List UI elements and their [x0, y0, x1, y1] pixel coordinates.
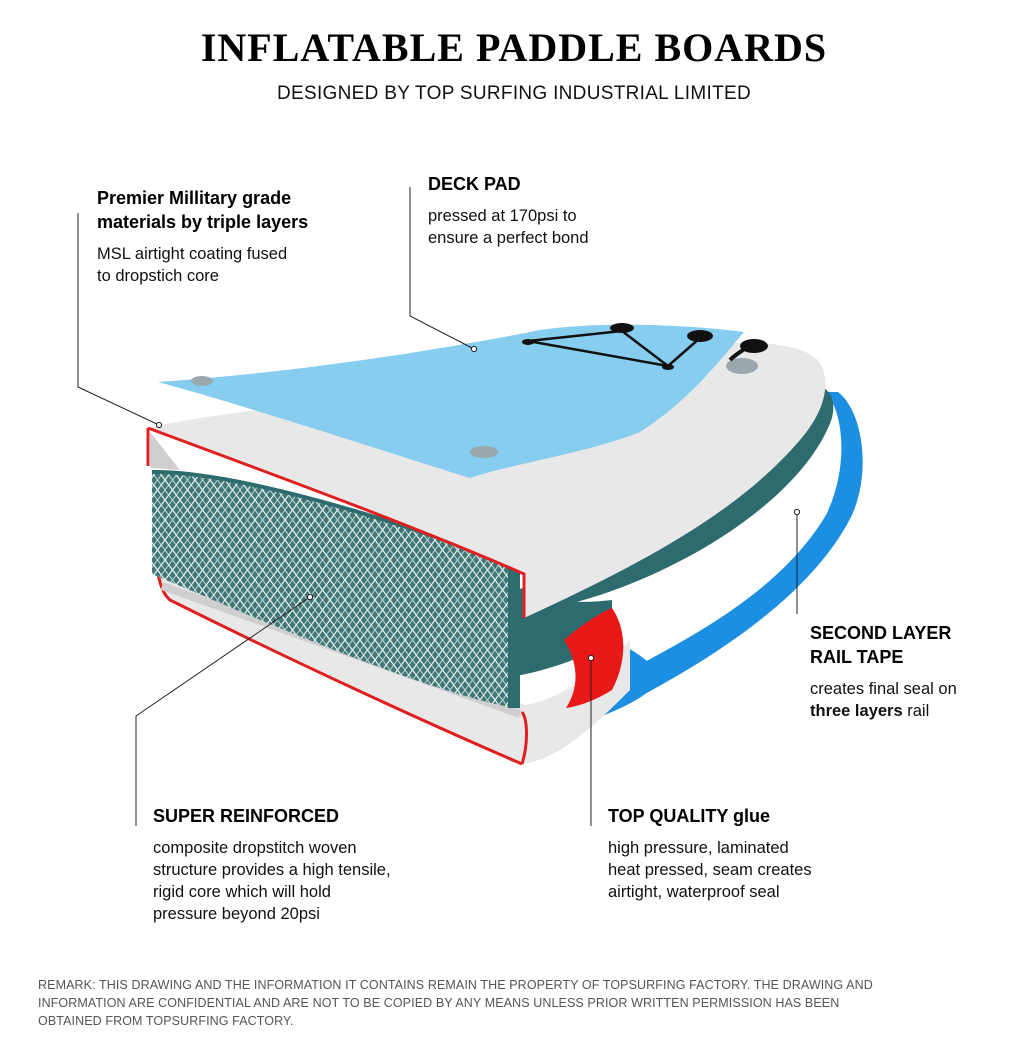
- callout-premier-body-line-2: to dropstich core: [97, 267, 219, 285]
- leader-premier: [77, 213, 160, 426]
- callout-premier-body-line-1: MSL airtight coating fused: [97, 245, 288, 263]
- callout-rail-body-line-1: creates final seal on: [810, 680, 957, 698]
- callout-super-heading: SUPER REINFORCED: [153, 806, 340, 826]
- callout-rail-body-tail: rail: [902, 702, 930, 720]
- callout-rail-heading-line-2: RAIL TAPE: [810, 647, 904, 667]
- callout-premier-heading-line-1: Premier Millitary grade: [97, 188, 292, 208]
- callout-super-body-line-4: pressure beyond 20psi: [153, 905, 320, 923]
- remark-line-3: OBTAINED FROM TOPSURFING FACTORY.: [38, 1014, 294, 1028]
- callout-super-body-line-3: rigid core which will hold: [153, 883, 331, 901]
- deck-pad: [158, 324, 744, 478]
- callout-deck-pad: DECK PAD pressed at 170psi to ensure a p…: [428, 172, 668, 249]
- callout-deck-heading: DECK PAD: [428, 174, 521, 194]
- callout-deck-body-line-1: pressed at 170psi to: [428, 207, 577, 225]
- bungee-cord: [527, 329, 701, 368]
- page-title: INFLATABLE PADDLE BOARDS: [200, 25, 828, 70]
- callout-premier-materials: Premier Millitary grade materials by tri…: [97, 186, 357, 287]
- deck-grommet: [470, 446, 498, 458]
- callout-super-body-line-1: composite dropstitch woven: [153, 839, 357, 857]
- leash-plug: [740, 339, 768, 353]
- deck-grommet: [191, 376, 213, 386]
- leash-plug: [726, 358, 758, 374]
- leader-dots: [155, 345, 801, 662]
- leader-lines: [77, 187, 798, 826]
- callout-deck-body-line-2: ensure a perfect bond: [428, 229, 589, 247]
- callout-glue-body-line-3: airtight, waterproof seal: [608, 883, 780, 901]
- callout-top-quality-glue: TOP QUALITY glue high pressure, laminate…: [608, 804, 908, 903]
- callout-premier-heading-line-2: materials by triple layers: [97, 212, 309, 232]
- callout-super-body-line-2: structure provides a high tensile,: [153, 861, 391, 879]
- d-ring: [522, 339, 534, 345]
- remark-disclaimer: REMARK: THIS DRAWING AND THE INFORMATION…: [38, 976, 918, 1030]
- callout-rail-body-bold: three layers: [810, 702, 903, 720]
- callout-rail-heading-line-1: SECOND LAYER: [810, 623, 952, 643]
- d-ring: [687, 330, 713, 342]
- d-ring: [662, 364, 674, 370]
- callout-super-reinforced: SUPER REINFORCED composite dropstitch wo…: [153, 804, 473, 925]
- callout-glue-body-line-2: heat pressed, seam creates: [608, 861, 812, 879]
- callout-second-layer-rail-tape: SECOND LAYER RAIL TAPE creates final sea…: [810, 621, 1020, 722]
- leader-super: [135, 596, 311, 826]
- d-ring: [610, 323, 634, 333]
- leader-deck: [409, 187, 475, 350]
- page-subtitle: DESIGNED BY TOP SURFING INDUSTRIAL LIMIT…: [277, 83, 751, 104]
- callout-rail-body-line-2: three layers rail: [810, 700, 1020, 722]
- callout-glue-heading: TOP QUALITY glue: [608, 806, 771, 826]
- remark-line-2: INFORMATION ARE CONFIDENTIAL AND ARE NOT…: [38, 996, 840, 1010]
- remark-line-1: REMARK: THIS DRAWING AND THE INFORMATION…: [38, 978, 873, 992]
- callout-glue-body-line-1: high pressure, laminated: [608, 839, 789, 857]
